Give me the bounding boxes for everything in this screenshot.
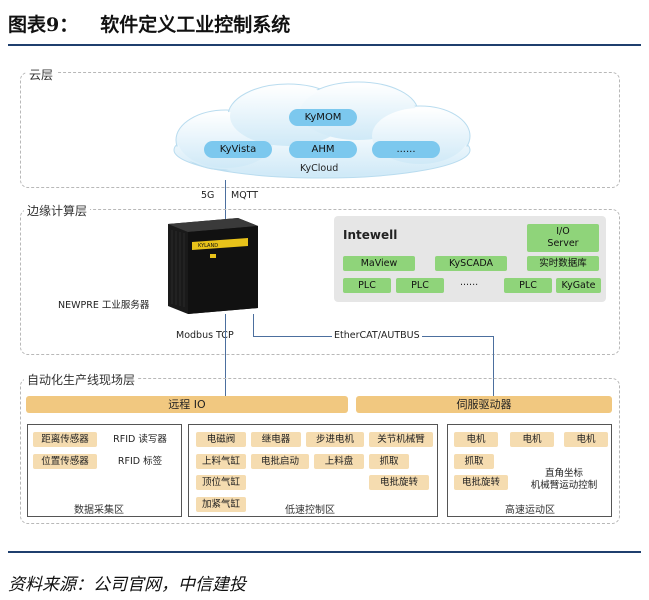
bottom-rule <box>8 551 641 553</box>
intewell-plc-2: PLC <box>396 278 444 293</box>
field-layer-label: 自动化生产线现场层 <box>24 371 139 388</box>
high-speed-caption: 高速运动区 <box>505 505 555 516</box>
high-item-motor-1: 电机 <box>454 432 498 447</box>
cloud-node-more: ...... <box>372 141 440 158</box>
intewell-plc-more: ...... <box>460 277 479 288</box>
modbus-link-line <box>225 314 226 396</box>
ethercat-link-down <box>253 314 254 336</box>
low-item-screwdriver-start: 电批启动 <box>251 454 309 469</box>
modbus-label: Modbus TCP <box>176 330 234 341</box>
industrial-server-icon: KYLAND <box>168 218 258 314</box>
ethercat-link-to-servo <box>493 336 494 396</box>
low-item-clamp-cylinder: 加紧气缸 <box>196 497 246 512</box>
intewell-title: Intewell <box>343 228 398 242</box>
low-item-stepper-motor: 步进电机 <box>306 432 364 447</box>
high-item-cartesian-arm: 直角坐标 机械臂运动控制 <box>530 468 598 491</box>
remote-io-bar: 远程 IO <box>26 396 348 413</box>
source-note: 资料来源：公司官网，中信建投 <box>8 575 246 595</box>
figure-number: 图表9： <box>8 14 79 36</box>
cloud-name: KyCloud <box>300 163 339 174</box>
data-item-distance-sensor: 距离传感器 <box>33 432 97 447</box>
high-item-motor-2: 电机 <box>510 432 554 447</box>
data-acquisition-caption: 数据采集区 <box>74 505 124 516</box>
high-speed-panel: 电机 电机 电机 抓取 电批旋转 直角坐标 机械臂运动控制 高速运动区 <box>447 424 612 517</box>
server-label: NEWPRE 工业服务器 <box>58 300 150 311</box>
low-item-screwdriver-rotate: 电批旋转 <box>369 475 429 490</box>
intewell-module-kyscada: KySCADA <box>435 256 507 271</box>
link-mqtt-label: MQTT <box>231 190 259 201</box>
low-item-solenoid-valve: 电磁阀 <box>196 432 246 447</box>
low-item-grab: 抓取 <box>369 454 409 469</box>
cloud-node-kymom: KyMOM <box>289 109 357 126</box>
low-item-feed-cylinder: 上料气缸 <box>196 454 246 469</box>
io-server-box: I/O Server <box>527 224 599 252</box>
ethercat-label: EtherCAT/AUTBUS <box>332 330 422 341</box>
edge-layer-label: 边缘计算层 <box>24 202 91 219</box>
intewell-module-maview: MaView <box>343 256 415 271</box>
high-item-screwdriver-rotate: 电批旋转 <box>454 475 508 490</box>
data-item-rfid-reader: RFID 读写器 <box>106 432 174 447</box>
intewell-plc-1: PLC <box>343 278 391 293</box>
cloud-layer-section <box>20 72 620 188</box>
top-rule <box>8 44 641 46</box>
link-5g-label: 5G <box>201 190 215 201</box>
intewell-kygate: KyGate <box>556 278 601 293</box>
cloud-node-kyvista: KyVista <box>204 141 272 158</box>
server-brand-text: KYLAND <box>198 243 218 249</box>
figure-title-text: 软件定义工业控制系统 <box>100 14 291 36</box>
edge-layer-section <box>20 209 620 355</box>
low-item-joint-arm: 关节机械臂 <box>369 432 433 447</box>
figure-title: 图表9： 软件定义工业控制系统 <box>8 10 290 37</box>
low-item-feed-tray: 上料盘 <box>314 454 364 469</box>
intewell-module-rtdb: 实时数据库 <box>527 256 599 271</box>
cloud-node-ahm: AHM <box>289 141 357 158</box>
low-speed-panel: 电磁阀 继电器 步进电机 关节机械臂 上料气缸 电批启动 上料盘 抓取 顶位气缸… <box>188 424 438 517</box>
low-item-top-cylinder: 顶位气缸 <box>196 475 246 490</box>
intewell-panel: Intewell I/O Server MaView KySCADA 实时数据库… <box>334 216 606 302</box>
data-item-rfid-tag: RFID 标签 <box>106 454 174 469</box>
cloud-layer-label: 云层 <box>26 66 57 83</box>
high-item-motor-3: 电机 <box>564 432 608 447</box>
low-item-relay: 继电器 <box>251 432 301 447</box>
high-item-grab: 抓取 <box>454 454 494 469</box>
servo-driver-bar: 伺服驱动器 <box>356 396 612 413</box>
data-item-position-sensor: 位置传感器 <box>33 454 97 469</box>
cloud-edge-link <box>225 180 226 220</box>
low-speed-caption: 低速控制区 <box>285 505 335 516</box>
intewell-plc-3: PLC <box>504 278 552 293</box>
field-layer-section <box>20 378 620 524</box>
data-acquisition-panel: 距离传感器 RFID 读写器 位置传感器 RFID 标签 数据采集区 <box>27 424 182 517</box>
